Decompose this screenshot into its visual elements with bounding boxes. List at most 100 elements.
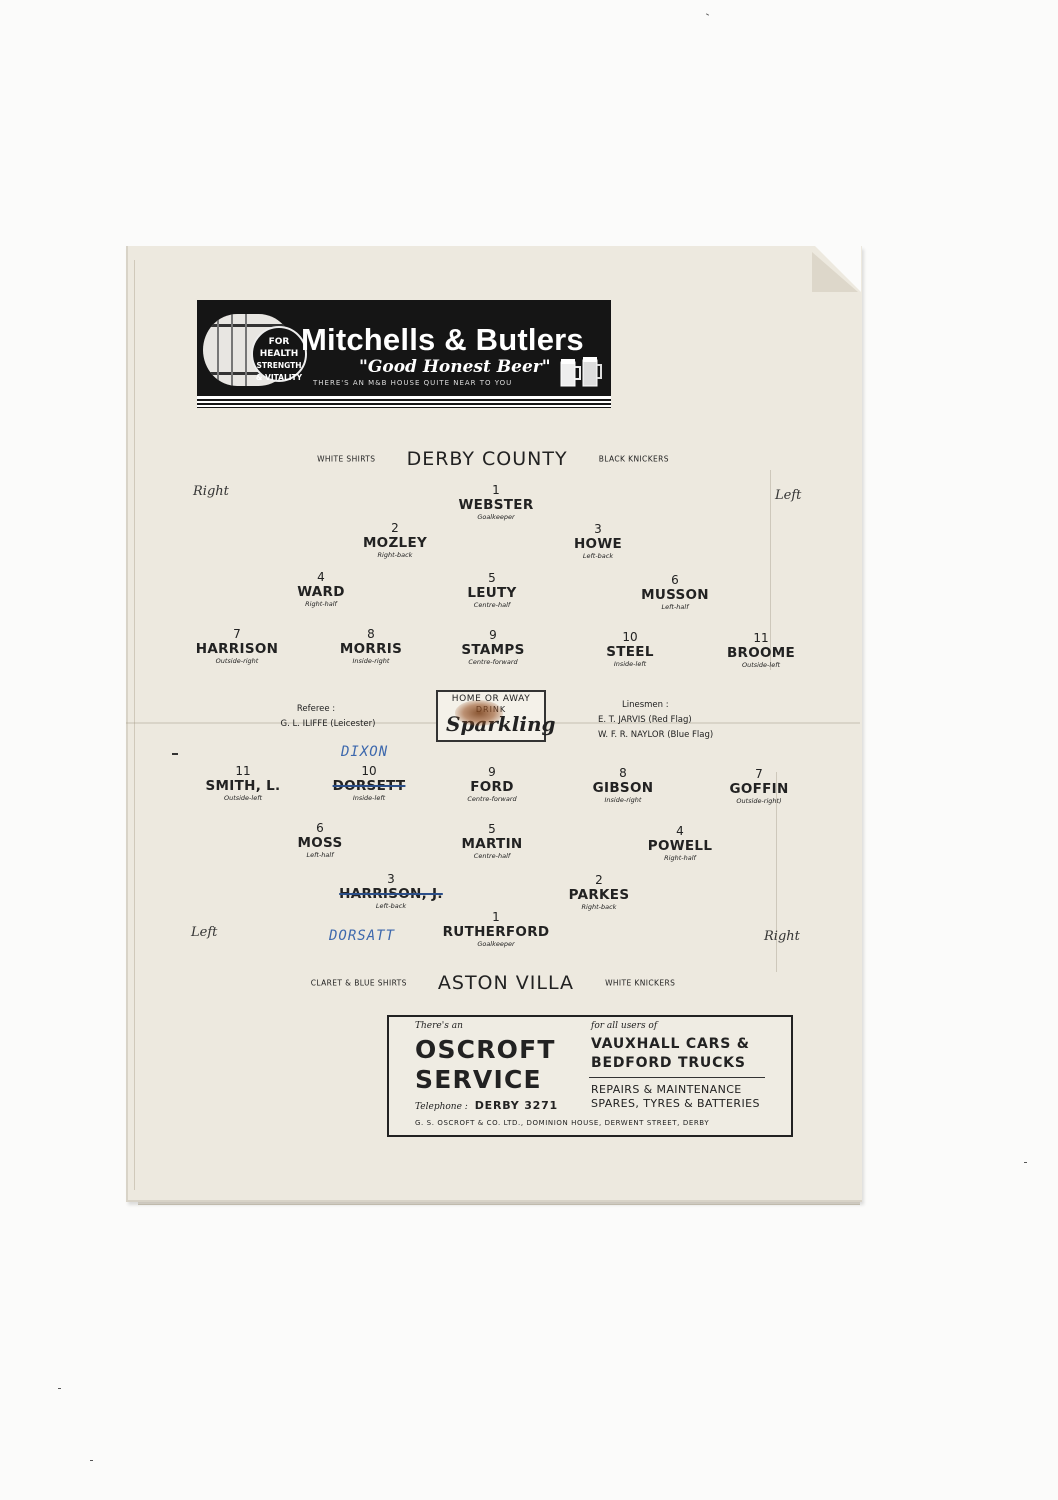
player-position: Left-back — [582, 552, 614, 560]
linesman-blue: W. F. R. NAYLOR (Blue Flag) — [598, 730, 714, 740]
player-name: MOZLEY — [362, 535, 428, 551]
player-name: HARRISON — [195, 641, 279, 657]
advert-for-users: for all users of — [591, 1021, 658, 1031]
player-name: MARTIN — [461, 836, 523, 852]
away-player-2: 2 PARKES Right-back — [524, 874, 674, 912]
player-name: DORSETT — [332, 778, 406, 794]
player-position: Centre-half — [473, 601, 511, 609]
player-position: Left-back — [375, 902, 407, 910]
home-player-8: 8 MORRIS Inside-right — [296, 628, 446, 666]
player-number: 10 — [361, 764, 377, 778]
home-player-6: 6 MUSSON Left-half — [600, 574, 750, 612]
player-number: 5 — [488, 571, 496, 585]
player-position: Outside-left — [223, 794, 263, 802]
player-number: 4 — [317, 570, 325, 584]
referee-block: Referee : G. L. ILIFFE (Leicester) — [270, 702, 386, 732]
telephone-number: DERBY 3271 — [474, 1099, 559, 1112]
oscroft-advert: There's an OSCROFT SERVICE Telephone : D… — [387, 1015, 793, 1137]
advert-name-1: OSCROFT — [415, 1035, 556, 1064]
badge-line: FOR — [268, 337, 290, 347]
home-player-3: 3 HOWE Left-back — [523, 523, 673, 561]
advert-stripe — [197, 403, 611, 405]
player-number: 6 — [316, 821, 324, 835]
player-position: Right-half — [664, 854, 696, 862]
player-number: 10 — [622, 630, 638, 644]
advert-intro: There's an — [415, 1021, 463, 1031]
player-name: MUSSON — [641, 587, 709, 603]
home-player-2: 2 MOZLEY Right-back — [320, 522, 470, 560]
ink-mark — [172, 753, 178, 755]
advert-slogan: "Good Honest Beer" — [359, 357, 551, 377]
home-player-1: 1 WEBSTER Goalkeeper — [421, 484, 571, 522]
player-name: STEEL — [606, 644, 654, 660]
player-position: Goalkeeper — [477, 513, 515, 521]
away-team-header: CLARET & BLUE SHIRTS ASTON VILLA WHITE K… — [126, 972, 860, 994]
paper-speck — [705, 13, 710, 16]
player-name: MORRIS — [339, 641, 403, 657]
away-shirts: CLARET & BLUE SHIRTS — [310, 978, 407, 988]
player-name: BROOME — [726, 645, 796, 661]
away-player-7: 7 GOFFIN Outside-right) — [684, 768, 834, 806]
column-rule — [770, 470, 771, 670]
home-player-5: 5 LEUTY Centre-half — [417, 572, 567, 610]
away-player-8: 8 GIBSON Inside-right — [548, 767, 698, 805]
player-number: 6 — [671, 573, 679, 587]
player-number: 7 — [755, 767, 763, 781]
beer-mugs-icon — [560, 357, 602, 387]
player-number: 1 — [492, 483, 500, 497]
player-number: 11 — [753, 631, 769, 645]
player-position: Outside-right) — [736, 797, 782, 805]
player-name: POWELL — [647, 838, 713, 854]
home-player-11: 11 BROOME Outside-left — [686, 632, 836, 670]
player-name: HARRISON, J. — [339, 886, 443, 902]
home-shirts: WHITE SHIRTS — [317, 454, 376, 464]
player-number: 3 — [594, 522, 602, 536]
player-number: 3 — [387, 872, 395, 886]
sheet-fold-line — [134, 260, 135, 1190]
home-player-9: 9 STAMPS Centre-forward — [418, 629, 568, 667]
advert-services-2: SPARES, TYRES & BATTERIES — [591, 1097, 760, 1110]
away-player-4: 4 POWELL Right-half — [605, 825, 755, 863]
player-name: HOWE — [573, 536, 623, 552]
player-number: 9 — [488, 765, 496, 779]
home-player-4: 4 WARD Right-half — [246, 571, 396, 609]
player-position: Outside-left — [741, 661, 781, 669]
away-player-1: 1 RUTHERFORD Goalkeeper — [421, 911, 571, 949]
away-player-6: 6 MOSS Left-half — [245, 822, 395, 860]
away-player-3: 3 HARRISON, J. Left-back — [316, 873, 466, 911]
player-number: 2 — [595, 873, 603, 887]
advert-footer: G. S. OSCROFT & CO. LTD., DOMINION HOUSE… — [415, 1119, 710, 1127]
player-number: 2 — [391, 521, 399, 535]
advert-divider — [589, 1077, 765, 1078]
home-left-label: Right — [193, 484, 229, 499]
player-position: Inside-left — [613, 660, 647, 668]
player-number: 1 — [492, 910, 500, 924]
column-rule — [776, 772, 777, 972]
player-number: 9 — [489, 628, 497, 642]
player-position: Right-back — [581, 903, 617, 911]
player-position: Centre-half — [473, 852, 511, 860]
away-knickers: WHITE KNICKERS — [605, 978, 676, 988]
advert-name-2: SERVICE — [415, 1065, 542, 1094]
advert-tagline: THERE'S AN M&B HOUSE QUITE NEAR TO YOU — [313, 379, 513, 387]
badge-line: HEALTH — [259, 349, 299, 359]
home-player-7: 7 HARRISON Outside-right — [162, 628, 312, 666]
player-number: 8 — [367, 627, 375, 641]
referee-label: Referee : — [296, 704, 336, 714]
telephone-label: Telephone : — [415, 1102, 468, 1112]
away-player-5: 5 MARTIN Centre-half — [417, 823, 567, 861]
linesmen-label: Linesmen : — [622, 700, 669, 710]
paper-speck — [90, 1460, 93, 1461]
player-position: Inside-right — [604, 796, 642, 804]
away-player-10: 10 DORSETT Inside-left — [294, 765, 444, 803]
player-name: PARKES — [568, 887, 630, 903]
advert-stripe — [197, 399, 611, 401]
advert-telephone: Telephone : DERBY 3271 — [415, 1099, 558, 1112]
away-right-label: Right — [764, 929, 800, 944]
player-name: STAMPS — [461, 642, 525, 658]
player-name: MOSS — [297, 835, 343, 851]
player-position: Inside-left — [352, 794, 386, 802]
player-name: LEUTY — [467, 585, 517, 601]
away-player-11: 11 SMITH, L. Outside-left — [168, 765, 318, 803]
handwritten-substitute: DORSATT — [329, 928, 396, 944]
